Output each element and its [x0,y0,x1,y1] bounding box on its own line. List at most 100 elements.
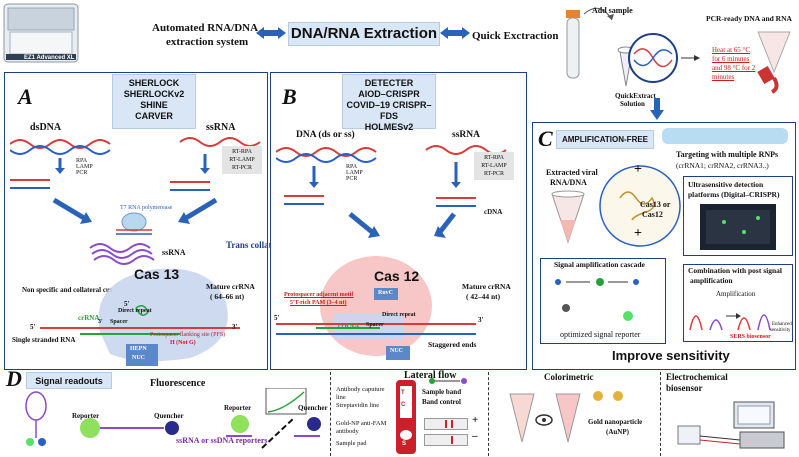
cas-rnp-circle [599,165,681,247]
a-lamp: LAMP [76,164,93,170]
ssrna-product-label: ssRNA [162,248,186,257]
panel-b-methods: DETECTER AIOD–CRISPR COVID–19 CRISPR–FDS… [342,74,436,132]
a-five-top: 5' [124,300,130,308]
reporters-label: ssRNA or ssDNA reporters [176,436,268,445]
b-spacer: Spacer [366,322,384,328]
lateral-flow-label: Lateral flow [404,370,457,381]
method-1: SHERLOCK [128,78,180,88]
a-three-right: 3' [232,323,238,331]
b-mature-1: Mature crRNA [462,282,511,291]
enhanced-1: Enhanced [772,322,792,327]
a-five-left: 5' [30,323,36,331]
quick-extraction-illustration [566,7,791,94]
b-dna-label: DNA (ds or ss) [296,130,355,140]
divider-1 [330,372,331,456]
antibody-icon [429,378,467,384]
signal-amp-label: Signal amplification cascade [554,260,645,269]
t7-label: T7 RNA polymerease [120,205,173,211]
b-ruvc: RuvC [378,290,394,296]
negative-sign: – [472,430,478,442]
gold-1: Gold-NP anti-FAM [336,420,387,427]
panel-a-amplification-diagram [10,137,261,191]
panel-b-amplification-diagram [276,145,507,238]
gold-np-2: (AuNP) [606,428,629,436]
panel-a-letter: A [18,84,33,109]
b-method-3: COVID–19 CRISPR–FDS [346,100,432,121]
ampfree-label: AMPLIFICATION-FREE [561,135,649,144]
combination-1: Combination with post signal [688,266,782,275]
heat-label-2: for 6 minutes [712,55,750,63]
tube-icon [551,190,585,244]
targeting-2: (crRNA1; crRNA2, crRNA3..) [676,161,769,170]
signal-amp-box [540,258,666,344]
quick-extraction-label: Quick Exctraction [472,30,559,42]
extraction-instrument: EZ1 Advanced XL [2,2,80,64]
b-method-2: AIOD–CRISPR [358,89,420,99]
a-nuc: NUC [132,355,145,361]
cas-c-1: Cas13 or [640,200,671,209]
a-hepn: HEPN [130,346,147,352]
b-rpa: RPA [346,164,358,170]
b-amp-right: RT-RPA RT-LAMP RT-PCR [474,152,514,180]
test-cassette-positive [424,418,468,430]
dsdna-label: dsDNA [30,122,62,133]
double-arrow-right-icon [440,27,470,39]
signal-cascade-diagram [555,278,639,321]
b-pam-1: Protospacer adjacent motif [284,292,354,298]
ampfree-box: AMPLIFICATION-FREE [556,130,654,149]
digital-chip-icon [700,204,776,250]
ultra-2: platforms (Digital–CRISPR) [688,190,780,199]
sers-peaks [689,313,771,331]
electro-1: Electrochemical [666,372,728,382]
instrument-icon [3,3,79,63]
b-staggered: Staggered ends [428,340,477,349]
b-rt-rpa: RT-RPA [484,155,504,161]
instrument-label: EZ1 Advanced XL [24,55,75,61]
page-title: DNA/RNA Extraction [288,22,440,46]
a-mature-2: ( 64–66 nt) [210,292,245,301]
antibody-2: line [336,394,346,401]
lateral-flow-strip [396,380,416,454]
quickextract-label-1: QuickExtract [615,92,656,100]
a-rpa: RPA [76,158,88,164]
a-direct-repeat: Direct repeat [118,308,152,314]
plus-top: + [634,162,642,177]
optimized-label: optimized signal reporter [560,330,641,339]
plus-bottom: + [634,226,642,241]
signal-readouts-box: Signal readouts [26,372,112,389]
quickextract-label-2: Solution [620,100,645,108]
a-rt-pcr: RT-PCR [231,165,253,171]
panel-d-letter: D [6,366,22,391]
b-method-1: DETECTER [364,78,414,88]
cas12-label: Cas 12 [374,268,420,284]
automated-label-2: extraction system [166,36,249,48]
a-rt-rpa: RT-RPA [232,149,252,155]
gold-2: antibody [336,428,359,435]
pcr-ready-label: PCR-ready DNA and RNA [706,14,792,23]
b-method-4: HOLMESv2 [364,122,414,132]
b-amp-left: RPA LAMP PCR [346,164,363,182]
colorimetric-diagram [509,391,623,443]
b-cdna: cDNA [484,208,503,216]
heat-label-4: minutes [712,73,735,81]
method-3: SHINE [140,100,168,110]
extracted-2: RNA/DNA [550,178,587,187]
add-sample-label: Add sample [592,6,633,15]
a-rt-lamp: RT-LAMP [229,157,255,163]
a-amp-left: RPA LAMP PCR [76,158,93,176]
quencher-label-2: Quencher [298,404,328,412]
panel-a-methods: SHERLOCK SHERLOCKv2 SHINE CARVER [112,74,196,129]
method-2: SHERLOCKv2 [123,89,185,99]
sample-band: Sample band [422,388,462,396]
divider-3 [660,372,661,456]
down-arrow-icon [650,98,664,120]
strip-t: T [401,390,405,396]
a-hnotg: H (Not G) [170,340,196,346]
b-rt-lamp: RT-LAMP [481,163,507,169]
b-five-left: 5' [274,314,280,322]
b-rt-pcr: RT-PCR [483,171,505,177]
a-three-mid: 3' [98,319,103,325]
reporter-label-2: Reporter [224,404,252,412]
b-three-right: 3' [478,316,484,324]
test-cassette-negative [424,434,468,446]
